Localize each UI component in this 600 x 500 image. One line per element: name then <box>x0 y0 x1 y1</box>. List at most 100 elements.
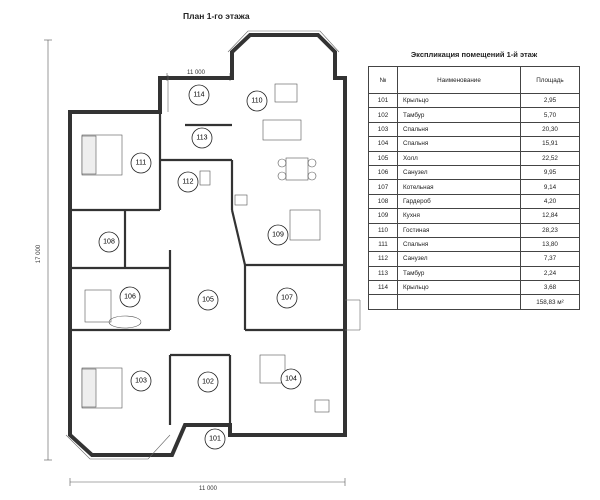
row-name: Санузел <box>397 164 521 181</box>
row-area: 2,95 <box>520 92 580 109</box>
room-label-112: 112 <box>177 171 199 193</box>
row-number: 114 <box>368 280 398 296</box>
row-number: 103 <box>368 121 398 138</box>
svg-text:108: 108 <box>103 239 115 246</box>
dimension-lines <box>44 39 346 486</box>
row-number: 107 <box>368 179 398 195</box>
outer-walls <box>68 33 347 457</box>
row-area: 4,20 <box>520 193 580 210</box>
room-label-113: 113 <box>191 127 213 149</box>
row-number: 101 <box>368 92 398 109</box>
header-name: Наименование <box>397 66 521 94</box>
svg-text:101: 101 <box>209 436 221 443</box>
svg-text:103: 103 <box>135 378 147 385</box>
row-area: 9,95 <box>520 164 580 181</box>
row-number: 106 <box>368 164 398 181</box>
room-label-101: 101 <box>204 428 226 450</box>
row-area: 7,37 <box>520 251 580 267</box>
explication-panel: Экспликация помещений 1-й этаж № Наимено… <box>368 50 580 310</box>
row-number: 110 <box>368 222 398 238</box>
row-area: 28,23 <box>520 222 580 238</box>
interior-walls <box>70 112 345 425</box>
dimension-bottom: 11 000 <box>199 486 218 492</box>
room-label-111: 111 <box>130 152 152 174</box>
row-area: 12,84 <box>520 208 580 224</box>
header-area: Площадь <box>520 66 580 94</box>
svg-text:110: 110 <box>251 98 262 105</box>
total-area: 158,83 м² <box>520 294 580 310</box>
row-name: Тамбур <box>397 265 521 282</box>
row-number: 111 <box>368 236 398 253</box>
row-name: Спальня <box>397 236 521 253</box>
room-label-109: 109 <box>267 224 289 246</box>
dimension-top: 11 000 <box>187 70 206 76</box>
table-total-row: 158,83 м² <box>368 294 580 310</box>
row-area: 20,30 <box>520 121 580 138</box>
room-label-106: 106 <box>119 286 141 308</box>
room-label-108: 108 <box>98 231 120 253</box>
row-number: 113 <box>368 265 398 282</box>
row-name: Котельная <box>397 179 521 195</box>
row-name: Крыльцо <box>397 92 521 109</box>
room-label-110: 110 <box>246 90 268 112</box>
row-name: Кухня <box>397 208 521 224</box>
room-label-103: 103 <box>130 370 152 392</box>
row-area: 13,80 <box>520 236 580 253</box>
svg-text:114: 114 <box>193 92 204 99</box>
row-number: 108 <box>368 193 398 210</box>
row-area: 5,70 <box>520 107 580 123</box>
svg-text:111: 111 <box>136 160 147 167</box>
room-label-102: 102 <box>197 371 219 393</box>
room-label-114: 114 <box>188 84 210 106</box>
row-area: 3,68 <box>520 280 580 296</box>
plan-title: План 1-го этажа <box>183 11 250 21</box>
svg-text:113: 113 <box>196 135 207 142</box>
row-number: 112 <box>368 251 398 267</box>
svg-text:109: 109 <box>272 232 284 239</box>
header-num: № <box>368 66 398 94</box>
row-number: 109 <box>368 208 398 224</box>
room-label-105: 105 <box>197 289 219 311</box>
row-area: 9,14 <box>520 179 580 195</box>
svg-text:105: 105 <box>202 297 214 304</box>
row-number: 105 <box>368 150 398 166</box>
row-name: Гостиная <box>397 222 521 238</box>
svg-text:104: 104 <box>285 376 297 383</box>
row-name: Крыльцо <box>397 280 521 296</box>
svg-text:107: 107 <box>281 295 293 302</box>
floor-plan: 11 000 11 000 17 000 <box>36 30 361 492</box>
row-area: 15,91 <box>520 136 580 152</box>
table-header-row: № Наименование Площадь <box>368 66 580 94</box>
row-area: 22,52 <box>520 150 580 166</box>
row-name: Тамбур <box>397 107 521 123</box>
explication-title: Экспликация помещений 1-й этаж <box>410 50 538 59</box>
svg-text:112: 112 <box>182 179 193 186</box>
svg-text:102: 102 <box>202 379 214 386</box>
bay-windows <box>65 30 361 460</box>
row-name: Спальня <box>397 136 521 152</box>
furniture <box>81 83 330 413</box>
row-name: Гардероб <box>397 193 521 210</box>
room-label-104: 104 <box>280 368 302 390</box>
dimension-left: 17 000 <box>36 244 42 263</box>
svg-text:106: 106 <box>124 294 136 301</box>
row-number: 102 <box>368 107 398 123</box>
row-name: Спальня <box>397 121 521 138</box>
row-area: 2,24 <box>520 265 580 282</box>
row-number: 104 <box>368 136 398 152</box>
